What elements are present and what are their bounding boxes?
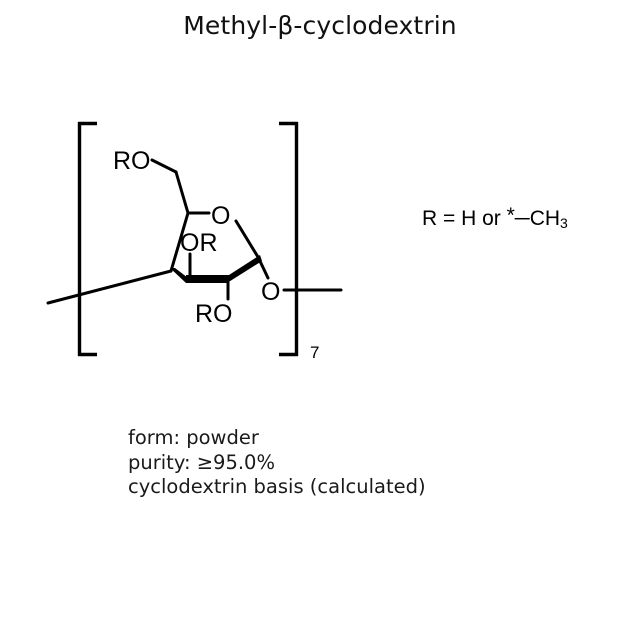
ro-bottom-label: RO: [195, 300, 233, 328]
hydroxymethyl-arm-bonds: [150, 158, 190, 215]
right-repeat-bracket: [279, 121, 299, 357]
page-title: Methyl-β-cyclodextrin: [183, 11, 457, 40]
ring-oxygen-label: O: [211, 202, 230, 230]
or-ring-label: OR: [180, 229, 218, 257]
ring-thin-bonds: [169, 211, 260, 273]
legend-group: CH: [529, 207, 561, 230]
attachment-star-icon: *: [506, 204, 515, 227]
r-group-legend: R = H or *─CH3: [422, 204, 568, 231]
ring-bold-front-bonds: [170, 255, 262, 283]
glycosidic-bonds: [257, 257, 343, 292]
repeat-count-label: 7: [310, 343, 319, 362]
legend-prefix: R = H or: [422, 207, 507, 230]
spec-form: form: powder: [128, 426, 259, 449]
glycosidic-oxygen-label: O: [261, 278, 280, 306]
specification-list: form: powder purity: ≥95.0% cyclodextrin…: [128, 426, 426, 500]
c4-glycosidic-exit-bond: [46, 269, 173, 305]
spec-basis: cyclodextrin basis (calculated): [128, 475, 426, 498]
left-repeat-bracket: [77, 121, 97, 357]
legend-dash: ─: [514, 207, 530, 230]
legend-group-subscript: 3: [560, 215, 568, 231]
ro-top-label: RO: [113, 147, 151, 175]
spec-purity: purity: ≥95.0%: [128, 450, 275, 474]
